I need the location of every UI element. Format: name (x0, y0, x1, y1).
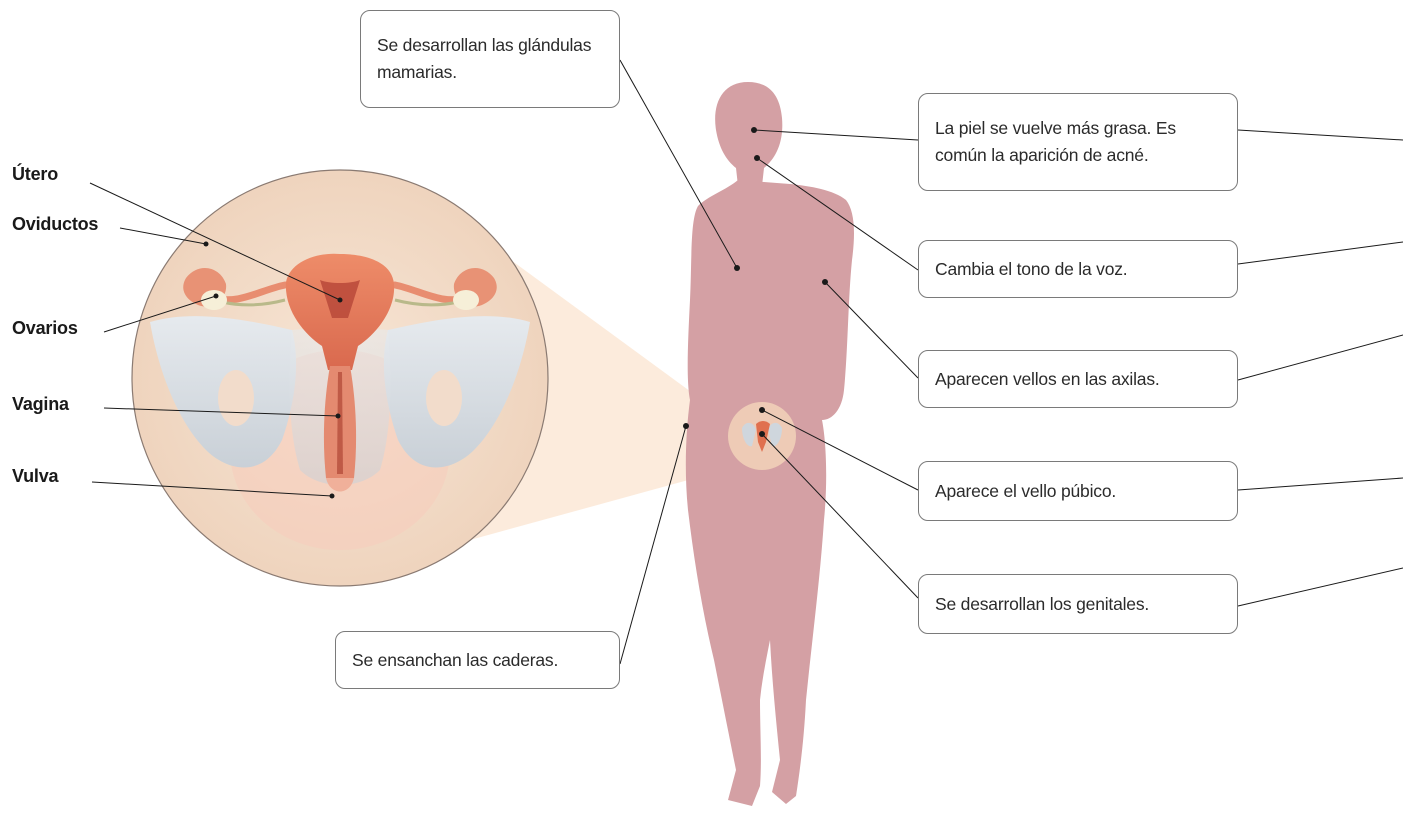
label-uterus: Útero (12, 164, 58, 185)
callout-voice: Cambia el tono de la voz. (918, 240, 1238, 298)
label-ovaries: Ovarios (12, 318, 78, 339)
callout-breasts: Se desarrollan las glándulas mamarias. (360, 10, 620, 108)
label-vulva: Vulva (12, 466, 58, 487)
callout-armpit-hair: Aparecen vellos en las axilas. (918, 350, 1238, 408)
callout-skin: La piel se vuelve más grasa. Es común la… (918, 93, 1238, 191)
label-vagina: Vagina (12, 394, 69, 415)
label-oviducts: Oviductos (12, 214, 98, 235)
callout-genitals: Se desarrollan los genitales. (918, 574, 1238, 634)
callout-pubic-hair: Aparece el vello púbico. (918, 461, 1238, 521)
callout-hips: Se ensanchan las caderas. (335, 631, 620, 689)
